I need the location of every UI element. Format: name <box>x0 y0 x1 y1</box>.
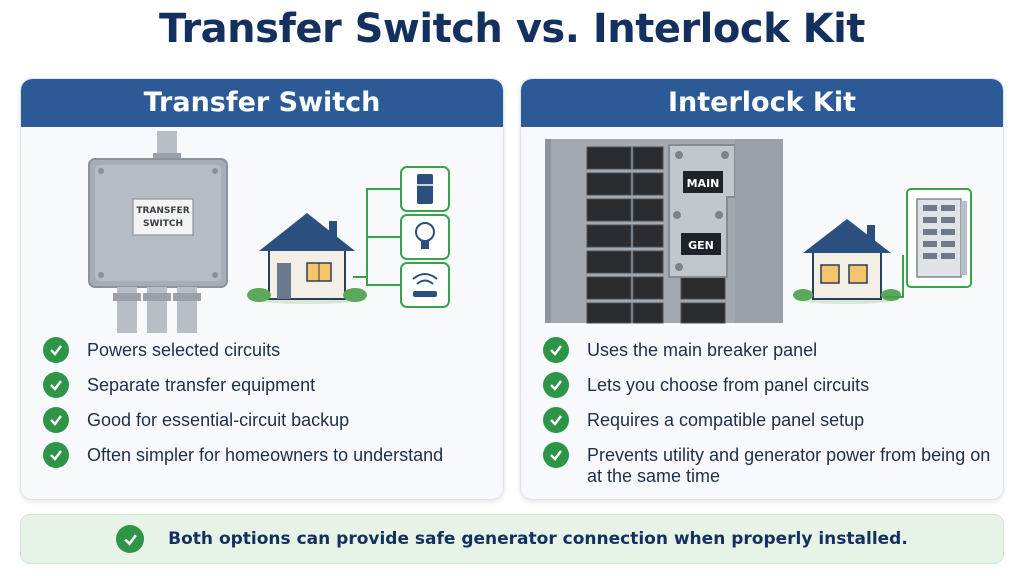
footer-banner: Both options can provide safe generator … <box>20 514 1004 564</box>
transfer-switch-illustration: TRANSFER SWITCH <box>88 131 450 333</box>
page-title: Transfer Switch vs. Interlock Kit <box>159 6 865 52</box>
breaker-panel-icon <box>906 188 972 288</box>
gen-label: GEN <box>688 239 714 252</box>
connection-line <box>885 255 904 298</box>
check-icon <box>43 372 69 398</box>
interlock-kit-illustration: MAIN GEN <box>545 139 972 324</box>
box-label-line2: SWITCH <box>143 219 183 229</box>
feature-text: Separate transfer equipment <box>87 375 316 395</box>
list-item: Separate transfer equipment <box>43 372 493 398</box>
check-icon <box>543 372 569 398</box>
feature-text: Prevents utility and generator power fro… <box>587 445 991 486</box>
interlock-kit-heading: Interlock Kit <box>521 79 1003 127</box>
breaker-panel-photo: MAIN GEN <box>545 139 783 324</box>
list-item: Powers selected circuits <box>43 337 493 363</box>
transfer-switch-box: TRANSFER SWITCH <box>88 158 228 288</box>
check-icon <box>543 442 569 468</box>
feature-text: Good for essential-circuit backup <box>87 410 350 430</box>
light-bulb-icon <box>400 214 450 260</box>
check-icon <box>116 525 145 553</box>
house-icon <box>247 213 367 304</box>
interlock-kit-card: Interlock Kit <box>520 78 1004 500</box>
list-item: Often simpler for homeowners to understa… <box>43 442 493 468</box>
connection-lines <box>353 188 401 286</box>
check-icon <box>543 407 569 433</box>
list-item: Lets you choose from panel circuits <box>543 372 993 398</box>
feature-text: Powers selected circuits <box>87 340 281 360</box>
feature-text: Requires a compatible panel setup <box>587 410 865 430</box>
check-icon <box>43 407 69 433</box>
list-item: Requires a compatible panel setup <box>543 407 993 433</box>
interlock-kit-features: Uses the main breaker panel Lets you cho… <box>543 337 993 496</box>
feature-text: Lets you choose from panel circuits <box>587 375 870 395</box>
check-icon <box>43 337 69 363</box>
list-item: Uses the main breaker panel <box>543 337 993 363</box>
house-icon <box>793 219 901 304</box>
list-item: Prevents utility and generator power fro… <box>543 442 993 487</box>
footer-text: Both options can provide safe generator … <box>168 529 908 549</box>
box-label-line1: TRANSFER <box>136 206 189 216</box>
wifi-router-icon <box>400 262 450 308</box>
feature-text: Often simpler for homeowners to understa… <box>87 445 444 465</box>
transfer-switch-features: Powers selected circuits Separate transf… <box>43 337 493 477</box>
feature-text: Uses the main breaker panel <box>587 340 818 360</box>
check-icon <box>543 337 569 363</box>
main-label: MAIN <box>687 177 720 190</box>
conduit-bottom <box>113 287 201 333</box>
transfer-switch-card: Transfer Switch TRANSFER SWITCH <box>20 78 504 500</box>
list-item: Good for essential-circuit backup <box>43 407 493 433</box>
refrigerator-icon <box>400 166 450 212</box>
check-icon <box>43 442 69 468</box>
conduit-top <box>153 131 181 165</box>
transfer-switch-heading: Transfer Switch <box>21 79 503 127</box>
